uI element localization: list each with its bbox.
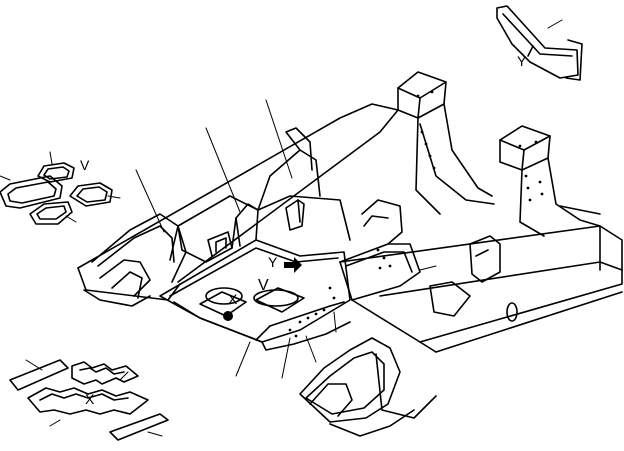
label-x-plates: X (85, 391, 95, 407)
main-frame (77, 71, 623, 437)
reference-dot (223, 311, 233, 321)
leader-lines (0, 19, 563, 437)
label-y-cover-plate: Y (517, 53, 527, 69)
label-x-center: X (228, 291, 238, 307)
label-y-center: Y (268, 254, 278, 270)
label-v-center: V (258, 277, 269, 294)
cover-plates-v (0, 162, 113, 225)
direction-arrow (284, 257, 302, 273)
cover-plate-y (496, 5, 583, 81)
label-v-plates: V (80, 157, 90, 173)
cover-plates-x (9, 359, 169, 441)
